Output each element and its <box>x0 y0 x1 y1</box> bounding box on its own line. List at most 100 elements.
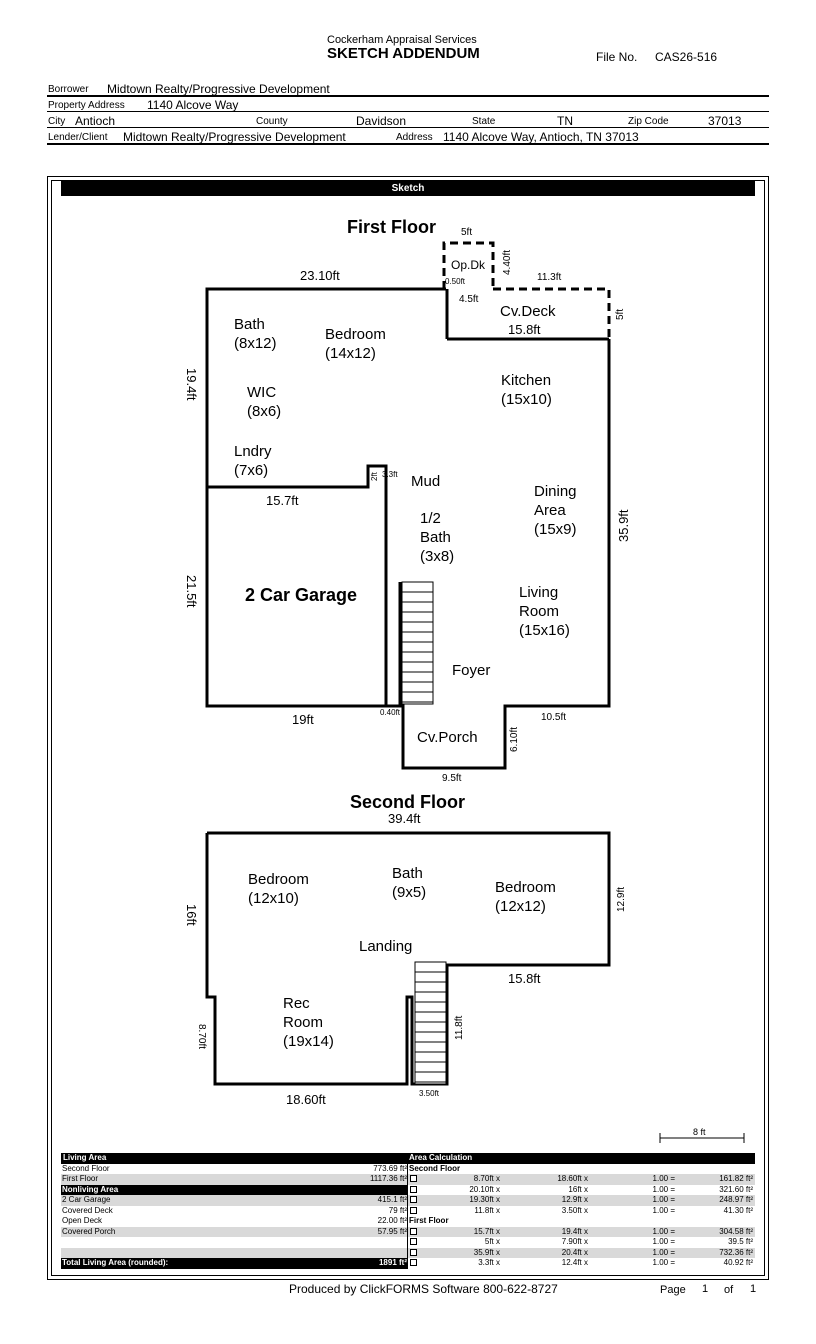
room-bedroom: Bedroom(14x12) <box>325 326 386 362</box>
room-foyer: Foyer <box>452 662 490 679</box>
dim-cvdeck-top: 11.3ft <box>537 272 561 283</box>
calc-factor: 1.00 = <box>652 1184 675 1194</box>
garage-wall <box>207 464 388 706</box>
calc-checkbox[interactable] <box>410 1175 417 1182</box>
calc-dim-b: 16ft x <box>568 1184 588 1194</box>
address-label: Address <box>396 132 433 143</box>
dim2-stair-side: 11.8ft <box>454 1016 465 1040</box>
calc-checkbox[interactable] <box>410 1206 417 1214</box>
calc-dim-b: 19.4ft x <box>561 1226 588 1236</box>
dim2-left: 16ft <box>184 904 199 926</box>
calc-dim-b: 7.90ft x <box>561 1237 588 1246</box>
calc-area: 39.5 ft² <box>728 1237 753 1246</box>
company-name: Cockerham Appraisal Services <box>327 34 477 46</box>
lender-value: Midtown Realty/Progressive Development <box>123 130 346 144</box>
nonliving-row-value: 415.1 ft² <box>377 1195 407 1204</box>
dim-porch-bottom: 9.5ft <box>442 773 462 784</box>
calc-checkbox[interactable] <box>410 1238 417 1245</box>
calc-dim-a: 5ft x <box>484 1237 500 1246</box>
of-label: of <box>724 1284 734 1296</box>
calc-checkbox[interactable] <box>410 1248 417 1256</box>
calc-factor: 1.00 = <box>652 1226 675 1236</box>
nonliving-row-value: 79 ft² <box>388 1205 407 1215</box>
calc-area: 248.97 ft² <box>719 1195 753 1204</box>
room-cv-deck: Cv.Deck <box>500 303 556 320</box>
dim-step-2ft: 2ft <box>370 471 379 481</box>
area-calc-header: Area Calculation <box>409 1153 473 1162</box>
calc-factor: 1.00 = <box>652 1205 675 1215</box>
calc-dim-a: 11.8ft x <box>474 1205 500 1215</box>
open-deck-outline <box>442 241 495 289</box>
dim-cvdeck-bottom: 15.8ft <box>508 322 541 337</box>
nonliving-row-label: 2 Car Garage <box>62 1195 111 1204</box>
calc-first-floor-label: First Floor <box>409 1216 449 1225</box>
calc-second-floor-label: Second Floor <box>409 1163 461 1173</box>
nonliving-row-value: 22.00 ft² <box>377 1216 407 1225</box>
county-value: Davidson <box>356 114 407 128</box>
calc-dim-b: 12.4ft x <box>561 1258 588 1267</box>
calc-dim-a: 35.9ft x <box>473 1247 500 1257</box>
borrower-value: Midtown Realty/Progressive Development <box>107 82 330 96</box>
sketch-frame-inner <box>51 180 765 1276</box>
dim-left-lower: 21.5ft <box>184 575 199 608</box>
dim-bottom-right: 10.5ft <box>541 712 566 723</box>
calc-area: 304.58 ft² <box>719 1226 753 1236</box>
room-bedroom-left: Bedroom(12x10) <box>248 871 309 907</box>
calc-dim-b: 3.50ft x <box>561 1205 588 1215</box>
dim-opdk-small: 0.50ft <box>445 277 466 286</box>
calc-checkbox[interactable] <box>410 1196 417 1203</box>
dim-opdk-side: 4.40ft <box>502 250 513 275</box>
file-no-label: File No. <box>596 50 638 64</box>
calc-dim-a: 19.30ft x <box>469 1195 500 1204</box>
zip-value: 37013 <box>708 114 742 128</box>
second-floor-title: Second Floor <box>350 792 465 812</box>
dim2-left-lower: 8.70ft <box>196 1024 207 1049</box>
dim-top-left: 23.10ft <box>300 268 340 283</box>
nonliving-row-label: Covered Deck <box>62 1205 113 1215</box>
calc-dim-a: 8.70ft x <box>473 1174 500 1183</box>
zip-label: Zip Code <box>628 116 669 127</box>
calc-dim-a: 20.10ft x <box>469 1184 500 1194</box>
calc-factor: 1.00 = <box>652 1258 675 1267</box>
calc-checkbox[interactable] <box>410 1185 417 1193</box>
nonliving-row-label: Open Deck <box>62 1216 103 1225</box>
room-laundry: Lndry(7x6) <box>234 443 272 479</box>
living-row-label: Second Floor <box>62 1163 110 1173</box>
floor-plan: 8 ft First Floor Second Floor Bath(8x12)… <box>184 217 745 1143</box>
room-landing: Landing <box>359 938 412 955</box>
second-floor-stairs <box>414 961 447 1085</box>
calc-checkbox[interactable] <box>410 1259 417 1266</box>
property-address-value: 1140 Alcove Way <box>147 98 239 112</box>
room-bath: Bath(8x12) <box>234 316 277 352</box>
scale-label: 8 ft <box>693 1127 706 1137</box>
calc-area: 40.92 ft² <box>723 1258 753 1267</box>
city-value: Antioch <box>75 114 116 128</box>
living-area-header: Living Area <box>63 1153 107 1162</box>
county-label: County <box>256 116 288 127</box>
calc-factor: 1.00 = <box>652 1174 675 1183</box>
dim2-mid-right: 15.8ft <box>508 971 541 986</box>
total-pages: 1 <box>750 1283 757 1295</box>
room-wic: WIC(8x6) <box>247 384 281 420</box>
calc-dim-a: 3.3ft x <box>478 1258 500 1267</box>
calc-factor: 1.00 = <box>652 1237 675 1246</box>
calc-area: 732.36 ft² <box>719 1247 753 1257</box>
calc-checkbox[interactable] <box>410 1227 417 1235</box>
dim-right: 35.9ft <box>616 509 631 542</box>
room-bedroom-right: Bedroom(12x12) <box>495 879 556 915</box>
calc-area: 41.30 ft² <box>723 1205 753 1215</box>
total-living-label: Total Living Area (rounded): <box>62 1258 169 1267</box>
room-mud: Mud <box>411 473 440 490</box>
dim-left-upper: 19.4ft <box>184 368 199 401</box>
property-address-label: Property Address <box>48 100 125 111</box>
dim-porch-gap: 0.40ft <box>380 708 401 717</box>
dim2-top: 39.4ft <box>388 811 421 826</box>
dim-cvdeck-left: 4.5ft <box>459 294 479 305</box>
living-row-value: 773.69 ft² <box>373 1163 407 1173</box>
state-value: TN <box>557 114 573 128</box>
calc-factor: 1.00 = <box>652 1247 675 1257</box>
city-label: City <box>48 116 66 127</box>
